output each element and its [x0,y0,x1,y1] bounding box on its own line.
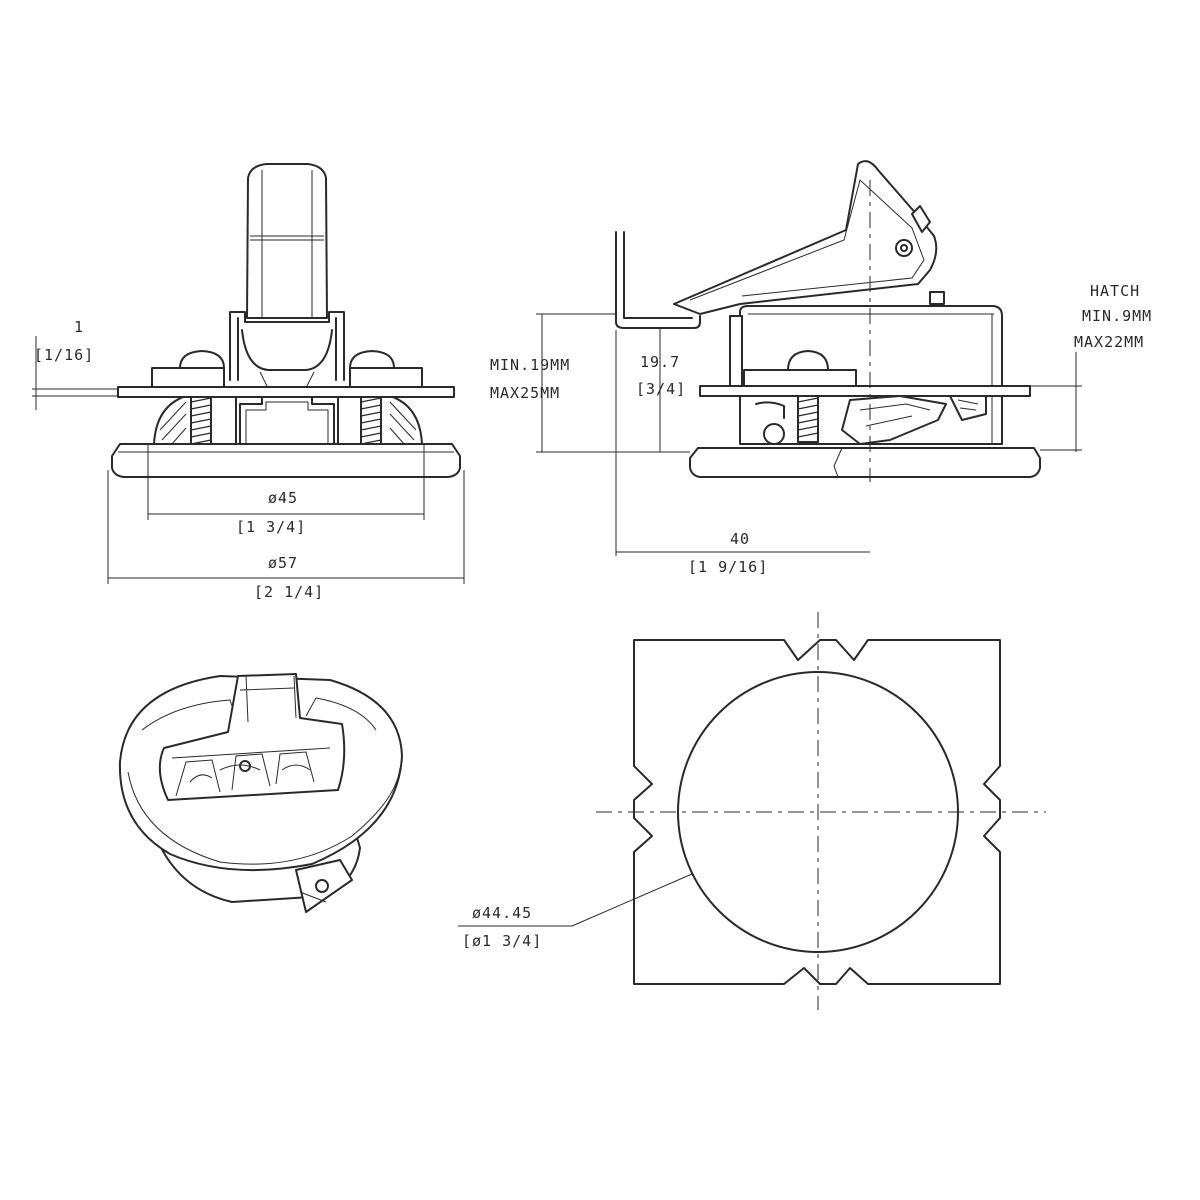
side-screw [787,350,829,371]
dim-height-in: [3/4] [636,380,686,398]
front-screw-thread-left [190,395,212,445]
side-trim-ring [689,447,1041,478]
front-view: 1 [1/16] ø45 [1 3/4] ø57 [2 1/4] [32,163,465,601]
cutout-view: ø44.45 [ø1 3/4] [458,612,1046,1010]
dim-thickness-max: MAX25MM [490,384,560,402]
dim-dia-outer-in: [2 1/4] [254,583,324,601]
front-screw-left [179,350,225,369]
side-lever [673,160,938,315]
dim-hatch-min: MIN.9MM [1082,307,1152,325]
side-hatch-plate [615,231,701,329]
side-flange [699,385,1031,397]
perspective-recess [158,673,346,801]
front-handle [246,163,328,319]
cutout-outline [633,639,1001,985]
dim-length: 40 [730,530,750,548]
dim-hatch-max: MAX22MM [1074,333,1144,351]
dim-length-in: [1 9/16] [688,558,768,576]
dim-dia-inner: ø45 [268,489,298,507]
dim-dia-outer: ø57 [268,554,298,572]
front-trim-ring [111,443,461,478]
dim-hole-dia-in: [ø1 3/4] [462,932,542,950]
dim-hatch-title: HATCH [1090,282,1140,300]
dim-hole-dia: ø44.45 [472,904,532,922]
front-flange [117,386,455,398]
perspective-view [118,673,403,913]
dim-thickness-min: MIN.19MM [490,356,570,374]
dim-height: 19.7 [640,353,680,371]
dim-gap-top: 1 [74,318,84,336]
front-screw-thread-right [360,395,382,445]
front-bracket [229,311,345,381]
front-screw-right [349,350,395,369]
dim-gap-top-in: [1/16] [34,346,94,364]
side-view: MIN.19MM MAX25MM 19.7 [3/4] HATCH MIN.9M… [490,160,1152,576]
dim-dia-inner-in: [1 3/4] [236,518,306,536]
